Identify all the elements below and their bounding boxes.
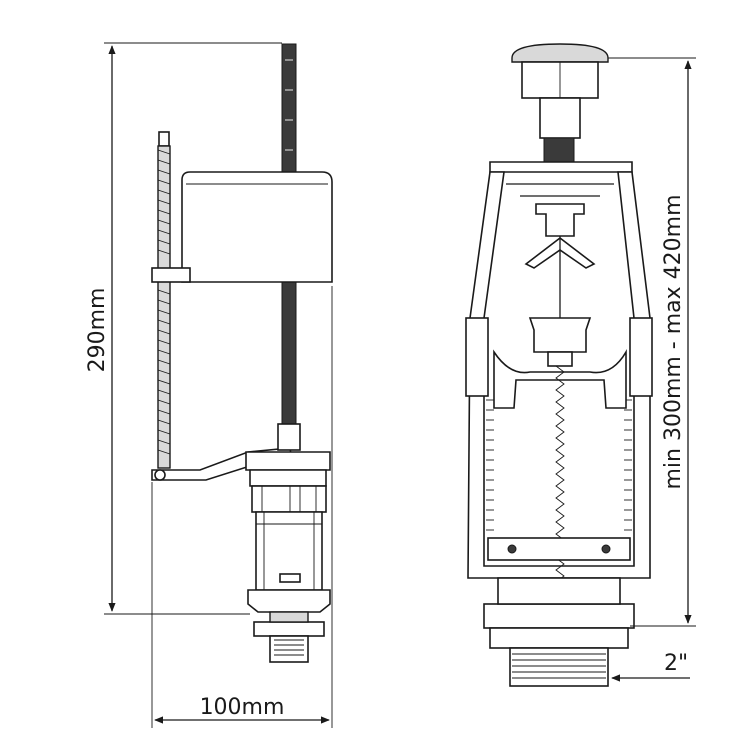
height-label-right: min 300mm - max 420mm: [661, 194, 686, 489]
seat-body: [528, 317, 592, 353]
width-dimension-bottom: 100mm: [151, 286, 333, 728]
float-box: [181, 171, 333, 283]
height-dimension-left: 290mm: [85, 42, 282, 615]
float-guide-rod: [281, 43, 297, 185]
trigger-head: [535, 203, 585, 237]
valve-collar: [251, 485, 327, 513]
top-bracket: [489, 161, 633, 173]
thread-lines: [512, 653, 606, 679]
thread-label: 2": [664, 651, 688, 676]
lever-pivot: [277, 423, 301, 451]
thread-dimension: 2": [611, 651, 690, 682]
flush-valve-drawing: [465, 43, 653, 687]
cage-ribs-left: [486, 399, 494, 531]
lower-bracket: [487, 537, 631, 561]
float-cup: [493, 349, 627, 409]
rod-clip: [151, 267, 191, 283]
base-ring: [483, 603, 635, 629]
valve-head: [245, 451, 331, 471]
push-button-cap: [511, 43, 609, 63]
threaded-adjust-rod: [151, 131, 191, 469]
fill-valve-drawing: [151, 43, 333, 663]
cage-ribs-right: [624, 399, 632, 531]
valve-window: [279, 573, 301, 583]
guide-rod-ribs: [285, 59, 293, 151]
height-label-left: 290mm: [85, 288, 110, 373]
stem-thread: [543, 137, 575, 163]
lock-nut: [253, 621, 325, 637]
height-dimension-right: min 300mm - max 420mm: [608, 57, 696, 627]
right-clip: [629, 317, 653, 397]
button-stem: [539, 97, 581, 139]
valve-flange: [247, 589, 331, 613]
left-clip: [465, 317, 489, 397]
shank-thread-top: [269, 611, 309, 623]
width-label-bottom: 100mm: [200, 695, 285, 720]
lower-guide-rod: [281, 279, 297, 431]
